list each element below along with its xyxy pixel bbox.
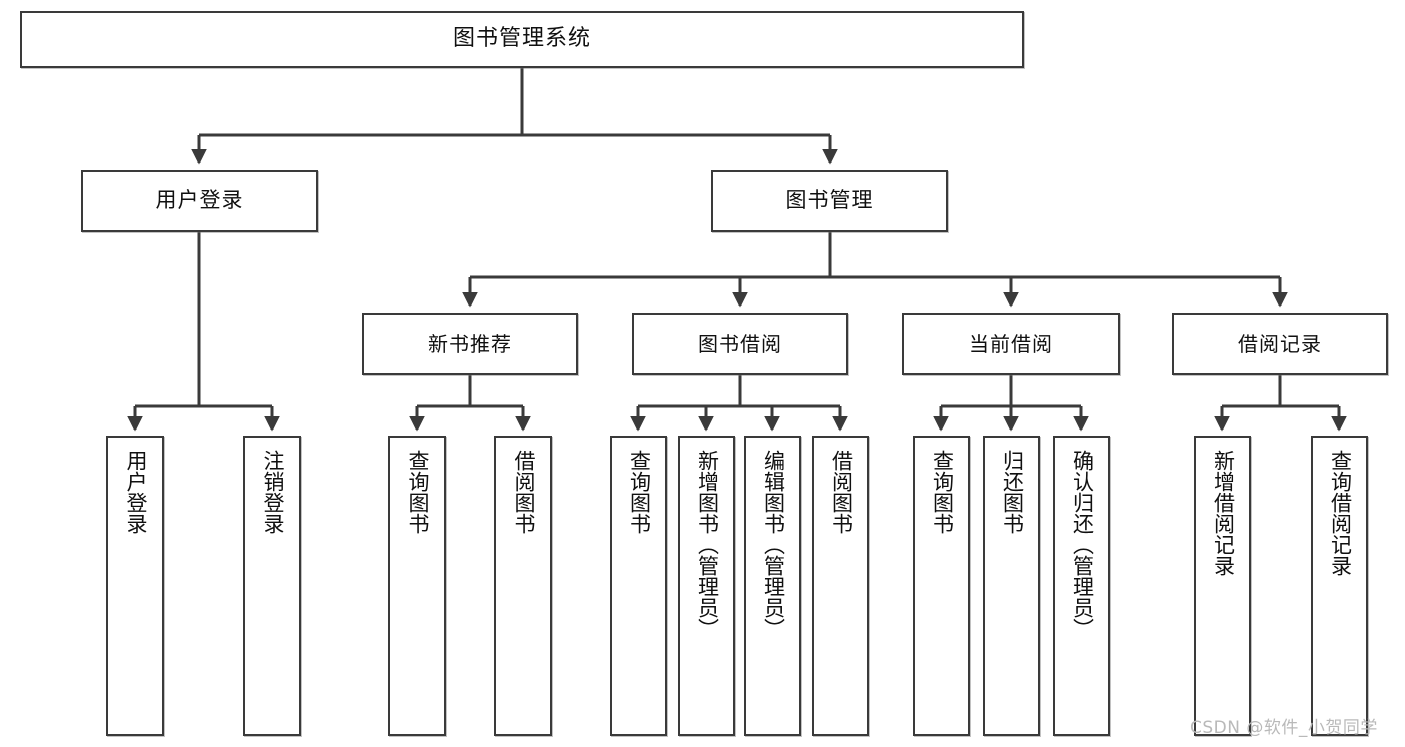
leaf-current-return-book[interactable]: 归还图书 xyxy=(983,436,1040,736)
node-book-management[interactable]: 图书管理 xyxy=(711,170,948,232)
node-new-book-recommend[interactable]: 新书推荐 xyxy=(362,313,578,375)
node-label: 归还图书 xyxy=(1000,450,1025,534)
leaf-recommend-query-book[interactable]: 查询图书 xyxy=(388,436,446,736)
node-label: 注销登录 xyxy=(260,450,285,534)
node-label: 借阅图书 xyxy=(829,450,854,534)
leaf-current-query-book[interactable]: 查询图书 xyxy=(913,436,970,736)
node-label: 图书管理系统 xyxy=(452,26,591,52)
node-label: 用户登录 xyxy=(155,188,244,213)
node-label: 新增图书（管理员） xyxy=(695,450,720,639)
node-label: 图书借阅 xyxy=(698,331,782,356)
node-label: 查询借阅记录 xyxy=(1328,450,1353,576)
node-label: 查询图书 xyxy=(930,450,955,534)
leaf-recommend-borrow-book[interactable]: 借阅图书 xyxy=(494,436,552,736)
node-label: 查询图书 xyxy=(405,450,430,534)
node-current-borrow[interactable]: 当前借阅 xyxy=(902,313,1120,375)
node-label: 用户登录 xyxy=(123,450,148,534)
node-book-borrow[interactable]: 图书借阅 xyxy=(632,313,848,375)
watermark-text: CSDN @软件_小贺同学 xyxy=(1190,718,1378,738)
leaf-borrow-borrow-book[interactable]: 借阅图书 xyxy=(812,436,869,736)
node-label: 借阅图书 xyxy=(511,450,536,534)
leaf-user-login-login[interactable]: 用户登录 xyxy=(106,436,164,736)
node-label: 新增借阅记录 xyxy=(1211,450,1236,576)
node-label: 查询图书 xyxy=(627,450,652,534)
leaf-record-add-record[interactable]: 新增借阅记录 xyxy=(1194,436,1251,736)
leaf-user-login-logout[interactable]: 注销登录 xyxy=(243,436,301,736)
node-root-system[interactable]: 图书管理系统 xyxy=(20,11,1024,68)
leaf-current-confirm-return-admin[interactable]: 确认归还（管理员） xyxy=(1053,436,1110,736)
leaf-borrow-edit-book-admin[interactable]: 编辑图书（管理员） xyxy=(744,436,801,736)
leaf-borrow-add-book-admin[interactable]: 新增图书（管理员） xyxy=(678,436,735,736)
node-label: 图书管理 xyxy=(785,188,874,213)
node-label: 新书推荐 xyxy=(428,331,512,356)
node-user-login[interactable]: 用户登录 xyxy=(81,170,318,232)
node-borrow-record[interactable]: 借阅记录 xyxy=(1172,313,1388,375)
leaf-record-query-record[interactable]: 查询借阅记录 xyxy=(1311,436,1368,736)
node-label: 确认归还（管理员） xyxy=(1070,450,1095,639)
leaf-borrow-query-book[interactable]: 查询图书 xyxy=(610,436,667,736)
node-label: 当前借阅 xyxy=(969,331,1053,356)
node-label: 编辑图书（管理员） xyxy=(761,450,786,639)
node-label: 借阅记录 xyxy=(1238,331,1322,356)
